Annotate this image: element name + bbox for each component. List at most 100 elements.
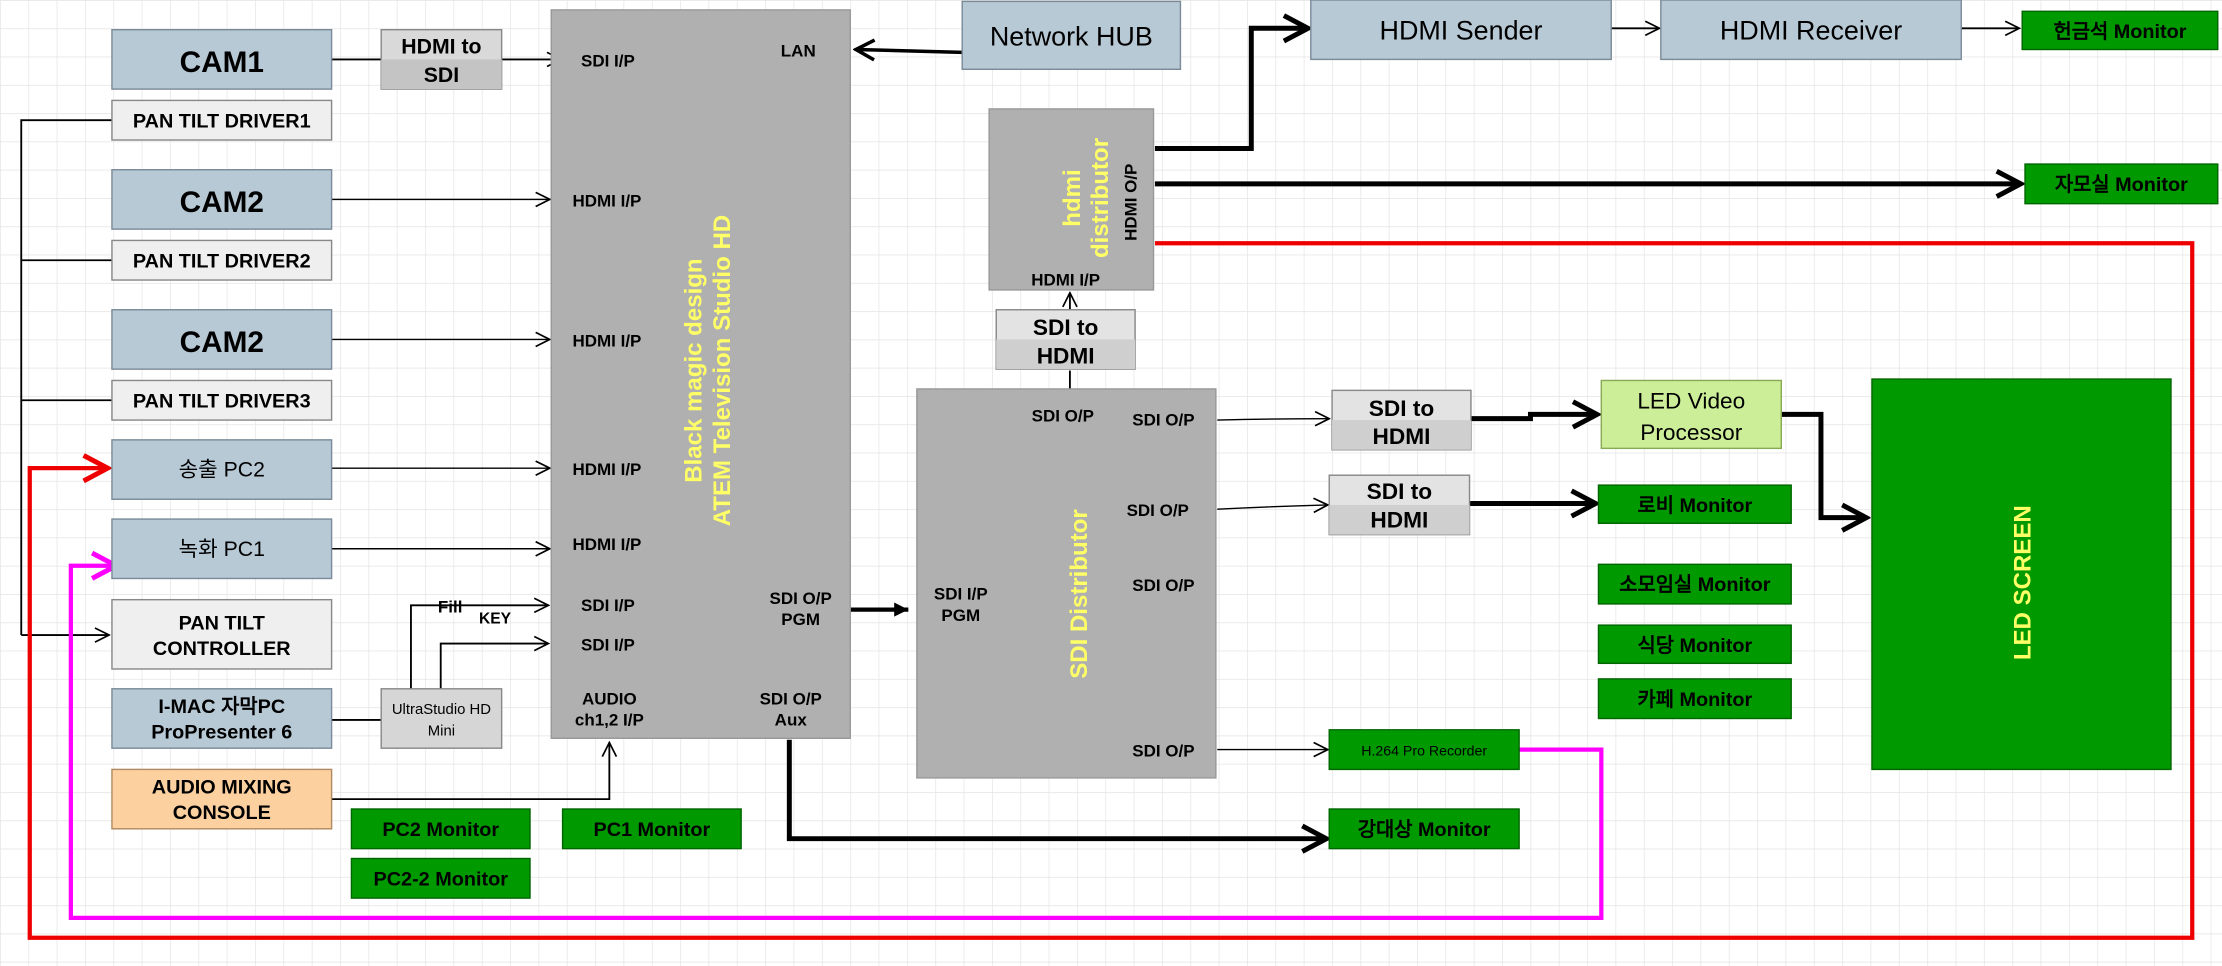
hdmi-to-sdi-line2: SDI <box>424 64 459 87</box>
cam1-label: CAM1 <box>180 46 264 79</box>
sdi-to-hdmi-2-box[interactable]: SDI to HDMI <box>1328 474 1471 536</box>
fill-label: Fill <box>438 597 463 616</box>
hdmi-distributor-block[interactable]: hdmi distributor HDMI O/P HDMI I/P <box>988 108 1155 291</box>
sikdang-monitor-box[interactable]: 식당 Monitor <box>1597 624 1792 665</box>
audio-console-line1: AUDIO MIXING <box>152 776 292 798</box>
sdi-to-hdmi-2-line1: SDI to <box>1367 478 1432 504</box>
pan-tilt-controller-line1: PAN TILT <box>179 612 265 634</box>
atem-switcher-block[interactable]: SDI I/P LAN HDMI I/P HDMI I/P HDMI I/P H… <box>550 9 851 739</box>
pc2-monitor-box[interactable]: PC2 Monitor <box>350 808 531 850</box>
atem-audio-line1: AUDIO <box>582 689 637 708</box>
hdmi-distributor-title-line1: hdmi <box>1059 169 1086 226</box>
gangdaesang-monitor-label: 강대상 Monitor <box>1358 819 1491 841</box>
atem-sdi-op-aux-line1: SDI O/P <box>760 689 822 708</box>
song-pc2-label: 송출 PC2 <box>179 458 265 482</box>
atem-audio-line2: ch1,2 I/P <box>575 711 644 730</box>
atem-sdi-op-pgm-line2: PGM <box>781 610 820 629</box>
ultrastudio-box[interactable]: UltraStudio HD Mini <box>380 688 503 749</box>
cafe-monitor-box[interactable]: 카페 Monitor <box>1597 678 1792 720</box>
led-video-processor-box[interactable]: LED Video Processor <box>1600 379 1782 450</box>
sdi-dist-ip-pgm-line1: SDI I/P <box>934 585 988 604</box>
cam2-second-label: CAM2 <box>180 326 264 359</box>
audio-mixing-console-box[interactable]: AUDIO MIXING CONSOLE <box>111 768 333 830</box>
atem-sdi-ip-key: SDI I/P <box>581 636 635 655</box>
pan-tilt-driver3-box[interactable]: PAN TILT DRIVER3 <box>111 379 333 421</box>
sdi-dist-op-top: SDI O/P <box>1032 406 1094 425</box>
sdi-distributor-title: SDI Distributor <box>1066 509 1093 679</box>
lobby-monitor-box[interactable]: 로비 Monitor <box>1597 484 1792 525</box>
rec-pc1-box[interactable]: 녹화 PC1 <box>111 518 333 580</box>
sdi-to-hdmi-1-line2: HDMI <box>1373 423 1431 449</box>
pc1-monitor-label: PC1 Monitor <box>593 819 710 841</box>
atem-sdi-op-aux-line2: Aux <box>775 711 808 730</box>
network-hub-label: Network HUB <box>990 21 1153 51</box>
jamosil-monitor-label: 자모실 Monitor <box>2055 174 2188 196</box>
hyeongeumseok-monitor-box[interactable]: 헌금석 Monitor <box>2021 10 2219 51</box>
imac-line2: ProPresenter 6 <box>151 721 292 743</box>
jamosil-monitor-box[interactable]: 자모실 Monitor <box>2024 163 2219 205</box>
led-processor-line2: Processor <box>1640 419 1742 445</box>
pan-tilt-driver1-label: PAN TILT DRIVER1 <box>133 110 311 132</box>
sdi-to-hdmi-top-line2: HDMI <box>1037 343 1095 369</box>
atem-hdmi-ip-1: HDMI I/P <box>573 192 642 211</box>
pan-tilt-controller-box[interactable]: PAN TILT CONTROLLER <box>111 598 333 670</box>
pan-tilt-driver1-box[interactable]: PAN TILT DRIVER1 <box>111 99 333 141</box>
sikdang-monitor-label: 식당 Monitor <box>1637 635 1752 657</box>
led-screen-block[interactable]: LED SCREEN <box>1871 378 2172 771</box>
pc1-monitor-box[interactable]: PC1 Monitor <box>561 808 742 850</box>
pan-tilt-driver2-label: PAN TILT DRIVER2 <box>133 250 311 272</box>
sdi-to-hdmi-2-line2: HDMI <box>1370 507 1428 533</box>
imac-line1: I-MAC 자막PC <box>158 696 285 718</box>
pc2-monitor-label: PC2 Monitor <box>382 819 499 841</box>
h264-pro-recorder-box[interactable]: H.264 Pro Recorder <box>1328 729 1520 771</box>
hdmi-to-sdi-box[interactable]: HDMI to SDI <box>380 28 503 90</box>
hdmi-sender-box[interactable]: HDMI Sender <box>1310 0 1612 61</box>
atem-lan-port: LAN <box>781 42 816 61</box>
sdi-dist-op-3: SDI O/P <box>1132 576 1194 595</box>
somoimsil-monitor-box[interactable]: 소모임실 Monitor <box>1597 563 1792 605</box>
sdi-dist-op-1: SDI O/P <box>1132 411 1194 430</box>
audio-console-line2: CONSOLE <box>173 802 271 824</box>
ultrastudio-line1: UltraStudio HD <box>392 702 491 718</box>
sdi-to-hdmi-1-line1: SDI to <box>1369 395 1434 421</box>
atem-title-line2: ATEM Television Studio HD <box>709 215 736 526</box>
hdmi-distributor-title-line2: distributor <box>1087 138 1114 258</box>
sdi-dist-op-4: SDI O/P <box>1132 742 1194 761</box>
hyeongeumseok-monitor-label: 헌금석 Monitor <box>2053 21 2186 43</box>
gangdaesang-monitor-box[interactable]: 강대상 Monitor <box>1328 808 1520 850</box>
sdi-to-hdmi-1-box[interactable]: SDI to HDMI <box>1331 389 1472 451</box>
hdmi-to-sdi-line1: HDMI to <box>401 36 481 59</box>
hdmi-receiver-label: HDMI Receiver <box>1720 16 1902 46</box>
pan-tilt-driver2-box[interactable]: PAN TILT DRIVER2 <box>111 239 333 281</box>
network-hub-box[interactable]: Network HUB <box>961 0 1182 71</box>
sdi-dist-op-2: SDI O/P <box>1127 501 1189 520</box>
cafe-monitor-label: 카페 Monitor <box>1637 689 1752 711</box>
ultrastudio-line2: Mini <box>428 723 455 739</box>
led-processor-line1: LED Video <box>1637 388 1745 414</box>
atem-hdmi-ip-2: HDMI I/P <box>573 332 642 351</box>
hdmi-receiver-box[interactable]: HDMI Receiver <box>1660 0 1962 61</box>
sdi-distributor-block[interactable]: SDI O/P SDI O/P SDI O/P SDI O/P SDI O/P … <box>916 388 1217 779</box>
cam2-box[interactable]: CAM2 <box>111 169 333 230</box>
sdi-to-hdmi-top-line1: SDI to <box>1033 314 1098 340</box>
atem-sdi-ip-cam1: SDI I/P <box>581 51 635 70</box>
pan-tilt-driver3-label: PAN TILT DRIVER3 <box>133 390 311 412</box>
atem-sdi-op-pgm-line1: SDI O/P <box>770 589 832 608</box>
recorder-label: H.264 Pro Recorder <box>1361 742 1487 758</box>
key-label: KEY <box>479 611 512 628</box>
atem-title-line1: Black magic design <box>680 258 707 482</box>
sdi-dist-ip-pgm-line2: PGM <box>941 606 980 625</box>
pc2-2-monitor-box[interactable]: PC2-2 Monitor <box>350 857 531 899</box>
imac-propresenter-box[interactable]: I-MAC 자막PC ProPresenter 6 <box>111 688 333 749</box>
sdi-to-hdmi-top-box[interactable]: SDI to HDMI <box>995 309 1136 370</box>
atem-sdi-ip-fill: SDI I/P <box>581 596 635 615</box>
cam1-box[interactable]: CAM1 <box>111 28 333 90</box>
pc2-2-monitor-label: PC2-2 Monitor <box>374 868 509 890</box>
cam2-second-box[interactable]: CAM2 <box>111 309 333 370</box>
rec-pc1-label: 녹화 PC1 <box>179 538 265 561</box>
song-pc2-box[interactable]: 송출 PC2 <box>111 439 333 500</box>
atem-hdmi-ip-3: HDMI I/P <box>573 460 642 479</box>
cam2-label: CAM2 <box>180 186 264 219</box>
connection-lines <box>20 28 2195 940</box>
